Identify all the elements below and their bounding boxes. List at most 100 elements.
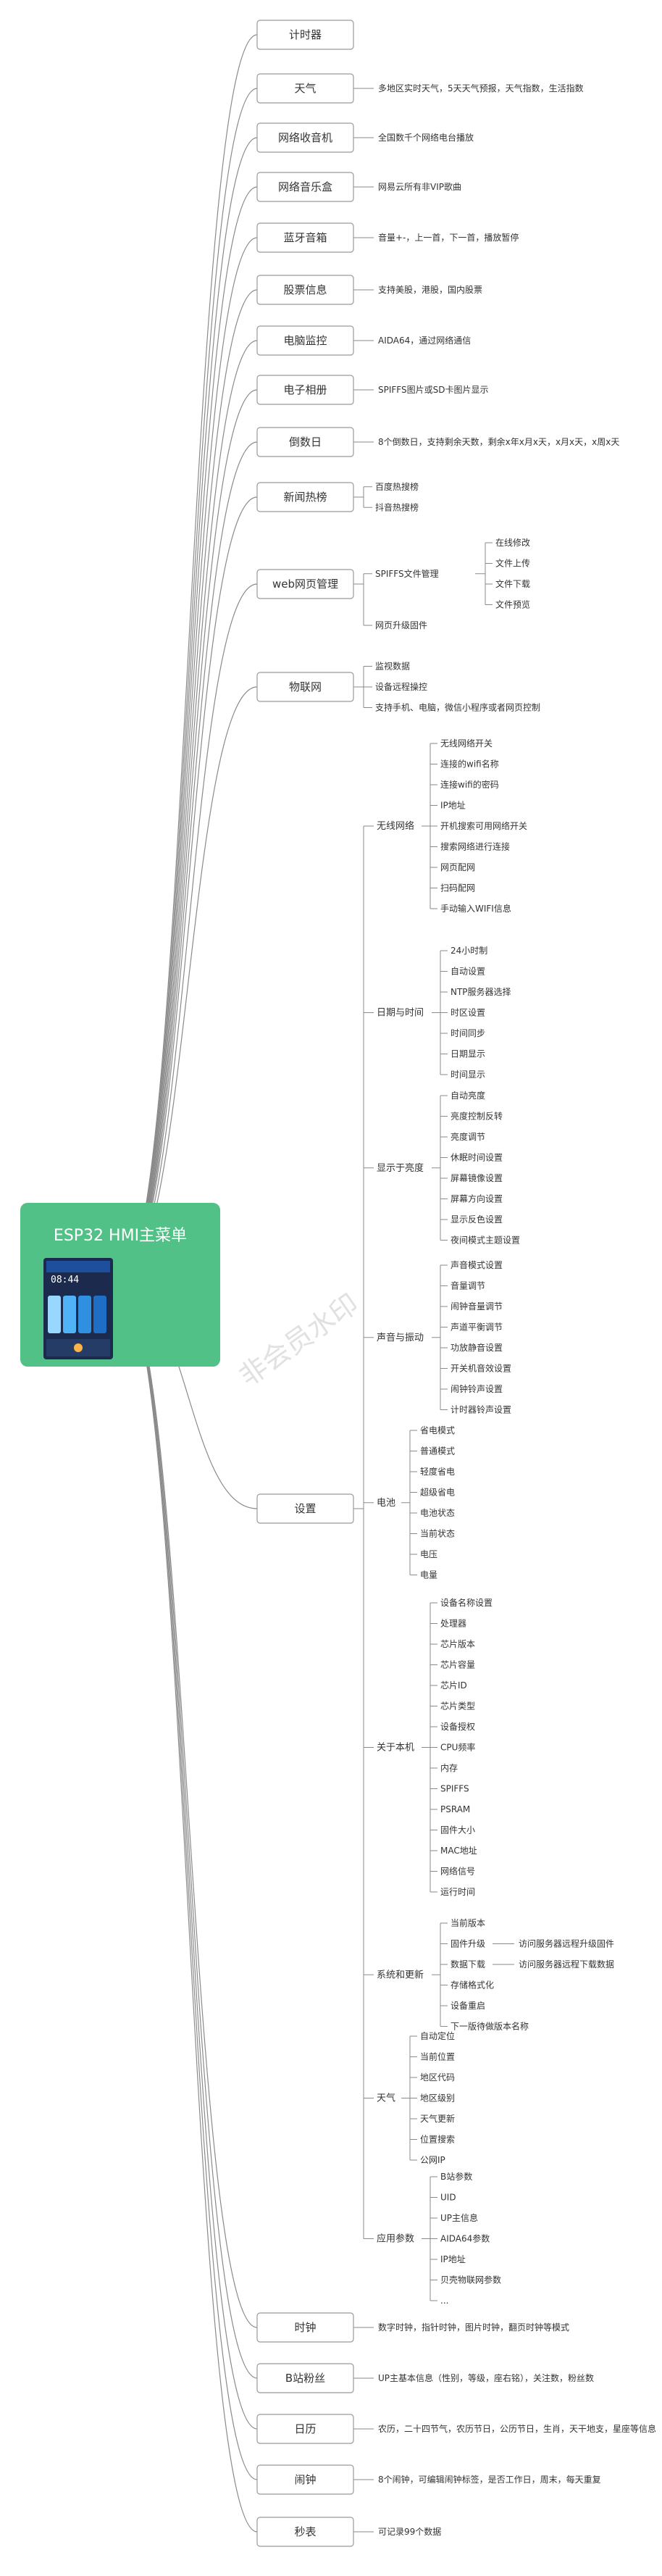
setting-item: 连接的wifi名称 (440, 759, 499, 770)
branch-label: 计时器 (289, 28, 322, 41)
setting-item: 当前状态 (420, 1528, 455, 1539)
setting-item: 时区设置 (451, 1008, 485, 1018)
setting-item: IP地址 (440, 2254, 466, 2264)
setting-item: 自动定位 (420, 2030, 455, 2041)
setting-item: 时间同步 (451, 1028, 485, 1038)
branch-connector (118, 289, 258, 1283)
branch-box (256, 672, 354, 702)
branch-label: 物联网 (289, 680, 322, 693)
branch-node-9[interactable]: 新闻热榜 (256, 482, 354, 512)
setting-item: 电压 (420, 1549, 437, 1559)
device-home-icon (74, 1343, 83, 1352)
branch-box (256, 172, 354, 202)
branch-node-16[interactable]: 闹钟 (256, 2464, 354, 2495)
setting-item: PSRAM (440, 1804, 470, 1814)
branch-label: 日历 (294, 2422, 316, 2435)
branch-node-10[interactable]: web网页管理 (256, 569, 354, 599)
branch-node-17[interactable]: 秒表 (256, 2517, 354, 2547)
branch-node-1[interactable]: 天气 (256, 73, 354, 104)
setting-item: 位置搜索 (420, 2134, 455, 2145)
settings-group: 关于本机 (377, 1743, 414, 1754)
setting-item: 芯片容量 (440, 1659, 475, 1670)
branch-node-12[interactable]: 设置 (256, 1493, 354, 1524)
branch-node-8[interactable]: 倒数日 (256, 427, 354, 457)
branch-box (256, 482, 354, 512)
branch-label: 倒数日 (289, 435, 322, 449)
branch-label: 股票信息 (283, 283, 327, 296)
leaf-item: 数字时钟，指针时钟，图片时钟，翻页时钟等模式 (378, 2322, 569, 2333)
branch-node-6[interactable]: 电脑监控 (256, 325, 354, 356)
setting-item: 开关机音效设置 (451, 1363, 511, 1374)
branch-connector (118, 686, 258, 1283)
branch-box (256, 2517, 354, 2547)
setting-item: CPU频率 (440, 1742, 475, 1753)
branch-connector (118, 1282, 258, 2430)
branch-box (256, 375, 354, 405)
branch-node-5[interactable]: 股票信息 (256, 275, 354, 305)
setting-item: MAC地址 (440, 1846, 477, 1856)
branch-node-3[interactable]: 网络音乐盒 (256, 172, 354, 202)
branch-node-0[interactable]: 计时器 (256, 20, 354, 50)
branch-label: 电子相册 (283, 383, 327, 396)
sub-item: 文件上传 (495, 558, 530, 569)
child-item: 百度热搜榜 (375, 481, 419, 492)
setting-item: 时间显示 (451, 1070, 485, 1080)
setting-item: 芯片类型 (440, 1701, 475, 1712)
setting-item: 下一版待做版本名称 (451, 2021, 529, 2032)
branch-connector (118, 237, 258, 1283)
leaf-item: 网易云所有非VIP歌曲 (378, 181, 461, 192)
child-item: 抖音热搜榜 (375, 501, 419, 512)
branch-box (256, 2464, 354, 2495)
setting-item: 普通模式 (420, 1446, 455, 1456)
child-item: 支持手机、电脑，微信小程序或者网页控制 (375, 702, 540, 713)
branch-connector (118, 88, 258, 1283)
setting-item: 芯片ID (440, 1680, 467, 1691)
setting-item: 公网IP (420, 2155, 445, 2165)
branch-connector (118, 34, 258, 1283)
setting-item: 网络信号 (440, 1866, 475, 1877)
settings-group: 声音与振动 (377, 1332, 424, 1343)
setting-item: 运行时间 (440, 1887, 475, 1897)
setting-item: 自动设置 (451, 967, 485, 977)
settings-group: 日期与时间 (377, 1008, 424, 1019)
branch-node-15[interactable]: 日历 (256, 2414, 354, 2444)
branch-box (256, 2414, 354, 2444)
branch-node-14[interactable]: B站粉丝 (256, 2363, 354, 2393)
setting-item: 地区级别 (420, 2093, 455, 2104)
setting-item: 固件升级 (451, 1939, 485, 1949)
branch-box (256, 2363, 354, 2393)
setting-item: 芯片版本 (440, 1639, 475, 1649)
branch-node-7[interactable]: 电子相册 (256, 375, 354, 405)
child-item: 设备远程操控 (375, 681, 427, 692)
branch-label: 设置 (294, 1502, 316, 1515)
leaf-item: 8个倒数日，支持剩余天数，剩余x年x月x天，x月x天，x周x天 (378, 436, 619, 447)
branch-label: 天气 (294, 82, 316, 95)
leaf-item: 多地区实时天气，5天天气预报，天气指数，生活指数 (378, 83, 584, 93)
setting-item: 天气更新 (420, 2113, 455, 2124)
setting-item: 省电模式 (420, 1425, 455, 1435)
branch-connector (118, 1282, 258, 2533)
settings-group: 电池 (377, 1498, 395, 1509)
branch-box (256, 569, 354, 599)
branch-connector (118, 1282, 258, 2480)
device-status-bar (46, 1261, 110, 1272)
root-node[interactable]: ESP32 HMI主菜单 08:44 (20, 1203, 220, 1367)
setting-item: 搜索网络进行连接 (440, 841, 510, 852)
child-item: 网页升级固件 (375, 620, 427, 630)
setting-item: 超级省电 (420, 1487, 455, 1498)
branch-box (256, 222, 354, 253)
branch-node-11[interactable]: 物联网 (256, 672, 354, 702)
setting-item: 处理器 (440, 1619, 466, 1629)
branch-node-13[interactable]: 时钟 (256, 2312, 354, 2343)
setting-item: 无线网络开关 (440, 738, 493, 749)
setting-item: UID (440, 2193, 456, 2203)
branch-connector (118, 496, 258, 1283)
setting-item: 数据下载 (451, 1959, 485, 1969)
setting-item: 日期显示 (451, 1049, 485, 1059)
setting-item: 计时器铃声设置 (451, 1404, 511, 1415)
branch-node-2[interactable]: 网络收音机 (256, 122, 354, 153)
branch-box (256, 20, 354, 50)
branch-node-4[interactable]: 蓝牙音箱 (256, 222, 354, 253)
branch-connector (118, 186, 258, 1283)
branch-label: 网络收音机 (278, 131, 332, 144)
